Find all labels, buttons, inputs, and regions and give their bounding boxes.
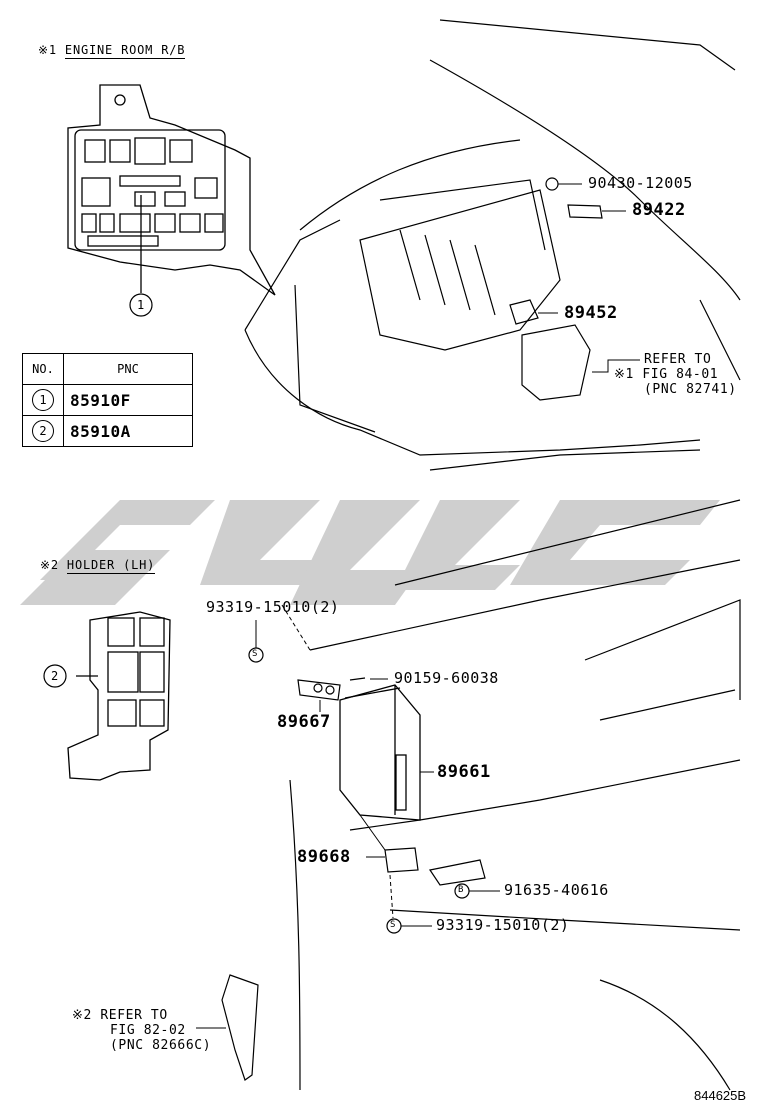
header-no: NO. — [22, 353, 64, 385]
row-no-circle: 2 — [32, 420, 54, 442]
refer-2-line2: FIG 82-02 — [110, 1023, 186, 1038]
refer-1-marker: ※1 — [614, 367, 634, 382]
refer-2-line1: REFER TO — [100, 1008, 168, 1023]
pnc-table-row: 2 85910A — [22, 415, 193, 447]
part-label-89661[interactable]: 89661 — [437, 762, 491, 782]
refer-1-line3: (PNC 82741) — [644, 382, 737, 397]
callout-2: 2 — [51, 669, 59, 683]
holder-title: HOLDER (LH) — [66, 558, 156, 574]
part-label-89422[interactable]: 89422 — [632, 200, 686, 220]
pnc-table: NO. PNC 1 85910F 2 85910A — [22, 353, 193, 447]
engine-room-title: ENGINE ROOM R/B — [64, 43, 186, 59]
holder-lh-drawing — [67, 611, 171, 781]
part-label-89667[interactable]: 89667 — [277, 712, 331, 732]
part-label-90430[interactable]: 90430-12005 — [588, 174, 693, 192]
callout-1: 1 — [137, 298, 145, 312]
refer-2-marker: ※2 — [72, 1008, 92, 1023]
row-pnc-value[interactable]: 85910A — [70, 421, 131, 441]
part-label-93319-bot[interactable]: 93319-15010(2) — [436, 916, 570, 934]
ecu-box-drawing — [339, 684, 421, 821]
part-label-93319-top[interactable]: 93319-15010(2) — [206, 598, 340, 616]
watermark-logo — [20, 500, 720, 605]
part-label-89452[interactable]: 89452 — [564, 303, 618, 323]
figure-id: 844625B — [694, 1088, 747, 1103]
vehicle-body-outline — [244, 19, 741, 1091]
screw-symbol: S — [390, 920, 396, 930]
refer-1-line1: REFER TO — [644, 352, 712, 367]
engine-room-relay-box-drawing — [67, 84, 276, 296]
screw-symbol: S — [252, 649, 258, 659]
holder-heading: ※2 HOLDER (LH) — [40, 558, 156, 574]
refer-1-line2: FIG 84-01 — [642, 367, 719, 382]
refer-note-1[interactable]: REFER TO ※1 FIG 84-01 (PNC 82741) — [614, 352, 737, 397]
refer-2-line3: (PNC 82666C) — [110, 1038, 212, 1053]
engine-room-marker: ※1 — [38, 43, 57, 57]
refer-note-2[interactable]: ※2 REFER TO FIG 82-02 (PNC 82666C) — [72, 1008, 211, 1053]
part-label-91635[interactable]: 91635-40616 — [504, 881, 609, 899]
callout-circles — [43, 293, 153, 688]
holder-marker: ※2 — [40, 558, 59, 572]
pnc-table-header: NO. PNC — [22, 353, 193, 385]
engine-room-heading: ※1 ENGINE ROOM R/B — [38, 43, 186, 59]
row-pnc-value[interactable]: 85910F — [70, 390, 131, 410]
pnc-table-row: 1 85910F — [22, 384, 193, 416]
part-label-90159[interactable]: 90159-60038 — [394, 669, 499, 687]
header-pnc: PNC — [63, 353, 193, 385]
bolt-symbol: B — [458, 885, 464, 895]
brackets-and-fasteners — [221, 177, 603, 1081]
part-label-89668[interactable]: 89668 — [297, 847, 351, 867]
leader-lines — [196, 183, 640, 1029]
row-no-circle: 1 — [32, 389, 54, 411]
